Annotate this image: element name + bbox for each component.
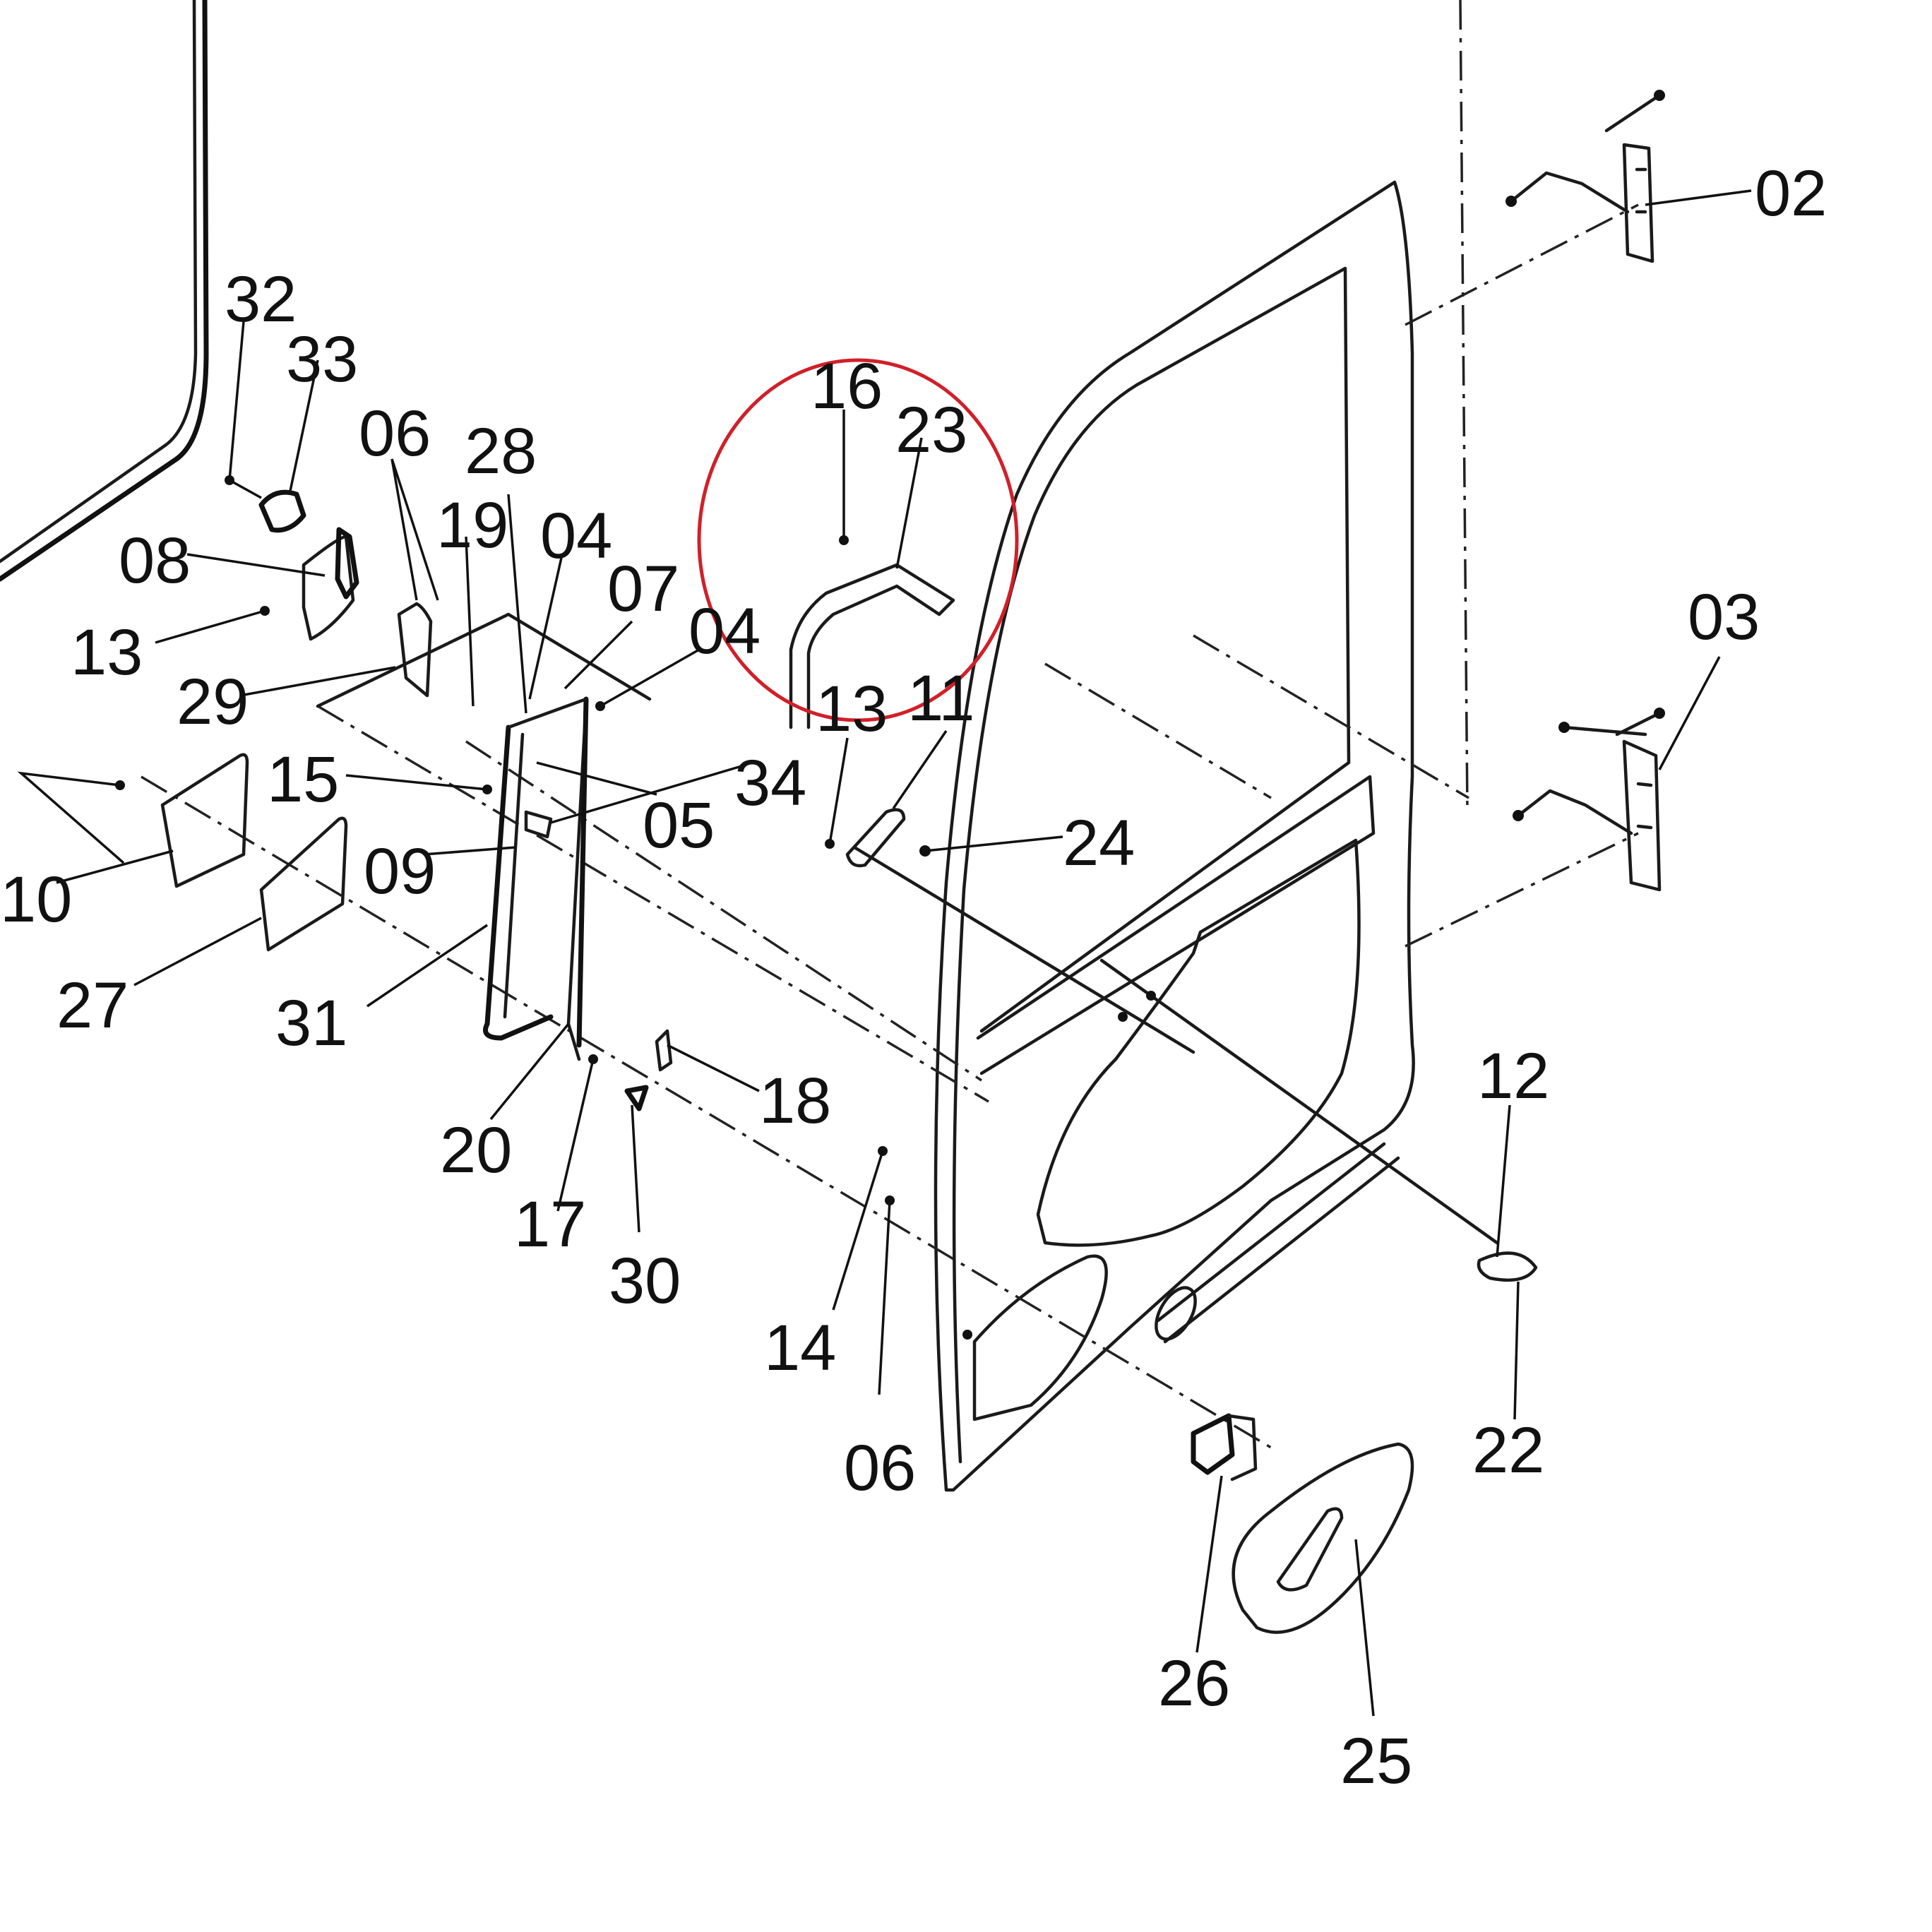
label-12: 12 xyxy=(1477,1040,1549,1112)
part-05-switch xyxy=(524,810,553,839)
center-sash xyxy=(576,696,589,1048)
align-line xyxy=(1405,203,1639,326)
glass-run-channel xyxy=(483,724,554,1041)
align-line xyxy=(465,740,982,1082)
bolt-dot xyxy=(1654,708,1665,719)
door-inner-panel xyxy=(1036,838,1361,1247)
latch-bracket xyxy=(397,602,433,698)
sash-top xyxy=(506,697,588,729)
bolt-dot xyxy=(1513,810,1524,821)
label-30: 30 xyxy=(609,1245,681,1317)
part-26-body xyxy=(1227,1414,1258,1481)
part-26-lock xyxy=(1191,1413,1235,1475)
hinge-bolts-upper xyxy=(1509,93,1662,214)
body-pillar-outline xyxy=(0,0,209,582)
label-27: 27 xyxy=(56,970,129,1042)
label-06-bottom: 06 xyxy=(844,1432,916,1504)
part-12-striker xyxy=(1477,1251,1538,1282)
align-line xyxy=(141,775,1272,1449)
part-30-clip xyxy=(624,1085,649,1111)
part-08-dark xyxy=(335,527,359,600)
door-frame-outer xyxy=(934,180,1415,1492)
label-14: 14 xyxy=(764,1312,836,1384)
align-line xyxy=(1193,634,1469,799)
label-33: 33 xyxy=(286,323,358,395)
align-line xyxy=(1405,832,1639,948)
label-09: 09 xyxy=(364,835,436,907)
label-17: 17 xyxy=(514,1188,586,1260)
lock-rod xyxy=(1099,958,1499,1245)
label-03: 03 xyxy=(1688,581,1760,653)
label-20: 20 xyxy=(440,1114,512,1186)
mirror-glass-27 xyxy=(259,816,348,952)
bolt-dot xyxy=(1654,90,1665,101)
label-04-b: 04 xyxy=(688,595,761,667)
label-34: 34 xyxy=(734,747,806,819)
label-19: 19 xyxy=(436,489,508,561)
label-11: 11 xyxy=(907,662,975,734)
door-frame-inner xyxy=(952,266,1351,1464)
label-13-left: 13 xyxy=(71,616,143,688)
window-rail xyxy=(852,845,1195,1054)
part-08 xyxy=(302,535,355,641)
part-25-handle-bezel xyxy=(1232,1442,1414,1634)
label-31: 31 xyxy=(275,987,347,1059)
label-07: 07 xyxy=(607,553,679,625)
label-06-top: 06 xyxy=(359,398,431,470)
door-speaker-hole xyxy=(1155,1286,1197,1341)
part-25-handle xyxy=(1276,1507,1344,1592)
align-line xyxy=(1044,662,1272,799)
label-08: 08 xyxy=(119,525,191,597)
label-32: 32 xyxy=(225,263,297,335)
hinge-bolts-lower xyxy=(1516,711,1662,835)
part-11-guide xyxy=(845,808,906,868)
label-04-a: 04 xyxy=(540,500,612,572)
label-10: 10 xyxy=(0,864,72,936)
glass-run-channel-inner xyxy=(503,700,588,1061)
leader-lines xyxy=(17,189,1752,1717)
center-line-vertical xyxy=(1459,0,1469,813)
label-26: 26 xyxy=(1158,1647,1230,1719)
mirror-glass-10 xyxy=(160,753,249,888)
door-window-sill xyxy=(976,775,1376,1075)
bolt-dot xyxy=(1505,196,1517,207)
lower-hinge xyxy=(1622,739,1662,892)
body-pillar-inner xyxy=(0,0,198,564)
cable-bracket xyxy=(316,612,652,708)
part-18-clip xyxy=(655,1029,673,1072)
label-25: 25 xyxy=(1340,1725,1412,1797)
align-line xyxy=(317,705,989,1103)
door-lower-rail xyxy=(1156,1142,1400,1344)
label-22: 22 xyxy=(1472,1414,1544,1486)
label-29: 29 xyxy=(177,666,249,738)
label-02: 02 xyxy=(1755,157,1827,229)
label-16: 16 xyxy=(811,350,883,422)
label-13-mid: 13 xyxy=(816,673,888,745)
leader-dots xyxy=(115,475,1156,1340)
label-18: 18 xyxy=(759,1065,831,1137)
upper-hinge xyxy=(1622,143,1654,263)
callout-labels: 02 03 32 33 06 28 08 19 04 07 04 13 29 1… xyxy=(0,157,1827,1797)
label-24: 24 xyxy=(1063,807,1135,879)
window-regulator-arm xyxy=(789,563,955,729)
bolt-dot xyxy=(1558,722,1570,733)
label-15: 15 xyxy=(267,744,339,816)
highlight-circle xyxy=(697,358,1019,722)
part-33-clip xyxy=(258,489,306,533)
label-28: 28 xyxy=(465,415,537,487)
door-handle-pocket xyxy=(972,1254,1108,1421)
label-23: 23 xyxy=(895,394,967,466)
label-05: 05 xyxy=(643,789,715,861)
